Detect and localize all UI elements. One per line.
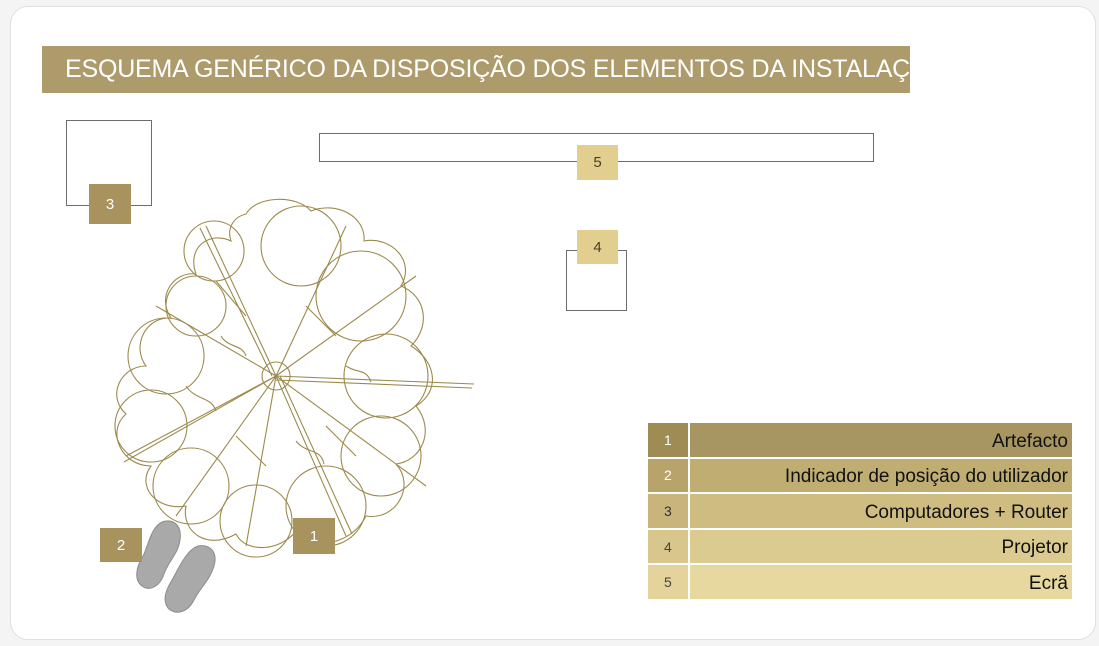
artifact-drawing	[114, 198, 475, 558]
legend-label: Indicador de posição do utilizador	[690, 458, 1072, 493]
left-foot	[136, 520, 181, 589]
marker-2: 2	[100, 528, 142, 562]
marker-5: 5	[577, 145, 618, 180]
legend-number: 4	[648, 529, 688, 564]
footprints-icon	[136, 520, 216, 613]
marker-4: 4	[577, 230, 618, 264]
title-bar: ESQUEMA GENÉRICO DA DISPOSIÇÃO DOS ELEME…	[42, 46, 946, 93]
legend-label: Projetor	[690, 529, 1072, 564]
page-title: ESQUEMA GENÉRICO DA DISPOSIÇÃO DOS ELEME…	[65, 55, 946, 83]
marker-1: 1	[293, 518, 335, 554]
right-foot	[164, 545, 216, 613]
marker-3: 3	[89, 184, 131, 224]
legend-number: 3	[648, 494, 688, 528]
legend-number: 1	[648, 423, 688, 457]
legend-number: 2	[648, 458, 688, 493]
legend-label: Ecrã	[690, 565, 1072, 599]
legend-label: Artefacto	[690, 423, 1072, 457]
legend-number: 5	[648, 565, 688, 599]
legend-label: Computadores + Router	[690, 494, 1072, 528]
